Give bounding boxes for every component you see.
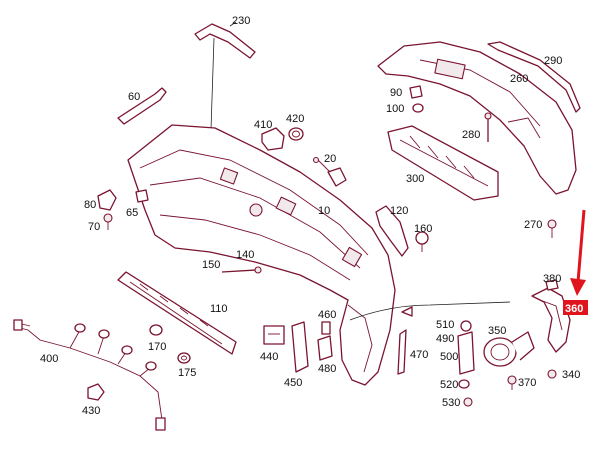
label-175: 175	[178, 367, 196, 379]
label-350: 350	[488, 325, 506, 337]
part-460-clip	[321, 321, 331, 335]
part-20-sensor-clip	[312, 156, 347, 187]
highlight-arrow	[570, 209, 586, 296]
part-500-bracket	[457, 331, 475, 375]
label-100: 100	[386, 103, 404, 115]
part-170-bushing	[149, 324, 163, 336]
part-175-nut	[177, 352, 191, 364]
part-100-nut	[412, 103, 424, 113]
label-260: 260	[510, 73, 528, 85]
part-110-impact-strip	[117, 271, 237, 355]
label-140: 140	[236, 249, 254, 261]
label-20: 20	[324, 153, 336, 165]
label-270: 270	[524, 219, 542, 231]
label-80: 80	[84, 199, 96, 211]
part-470-trim	[397, 329, 407, 375]
label-510: 510	[436, 319, 454, 331]
part-360-wheel-arch-liner	[531, 287, 571, 353]
label-480: 480	[318, 363, 336, 375]
part-230-trim	[194, 21, 256, 59]
label-380: 380	[543, 273, 561, 285]
part-150-bolt	[221, 266, 262, 274]
part-160-clip	[415, 231, 429, 252]
part-65-clip	[135, 189, 149, 203]
label-410: 410	[254, 119, 272, 131]
label-10: 10	[318, 205, 330, 217]
label-470: 470	[410, 349, 428, 361]
part-440-module	[263, 325, 285, 345]
part-300-grille	[387, 125, 499, 201]
part-340-screw	[547, 369, 557, 379]
part-290-trim-strip	[487, 41, 581, 113]
pointer-head	[401, 306, 413, 317]
part-80-bracket	[97, 189, 117, 211]
label-65: 65	[126, 207, 138, 219]
part-280-bolt	[484, 112, 492, 142]
part-350-fitting	[483, 331, 535, 367]
label-460: 460	[318, 309, 336, 321]
label-60: 60	[128, 91, 140, 103]
label-170: 170	[148, 341, 166, 353]
part-380-clip	[545, 279, 559, 291]
part-90-clip	[409, 85, 423, 99]
label-90: 90	[390, 87, 402, 99]
label-430: 430	[82, 405, 100, 417]
label-370: 370	[518, 377, 536, 389]
part-400-wiring-harness	[13, 319, 166, 431]
label-160: 160	[414, 223, 432, 235]
part-70-screw	[103, 213, 113, 230]
part-370-screw	[507, 375, 517, 390]
label-500: 500	[440, 351, 458, 363]
label-420: 420	[286, 113, 304, 125]
part-450-bracket	[291, 321, 309, 373]
part-510-clip	[460, 320, 472, 332]
label-290: 290	[544, 55, 562, 67]
label-490: 490	[436, 333, 454, 345]
part-120-bracket	[375, 205, 409, 257]
label-280: 280	[462, 129, 480, 141]
part-410-housing	[261, 127, 285, 151]
part-420-grommet	[288, 127, 304, 141]
label-150: 150	[202, 259, 220, 271]
label-450: 450	[284, 377, 302, 389]
part-430-connector	[87, 383, 105, 401]
part-60-trim	[117, 87, 167, 125]
label-70: 70	[88, 221, 100, 233]
part-260-diffuser	[377, 41, 577, 195]
leader-arrow-360-area	[349, 301, 511, 321]
label-230: 230	[232, 15, 250, 27]
part-10-bumper-cover	[127, 124, 396, 386]
part-270-bolt	[547, 219, 557, 238]
highlight-box-360	[563, 300, 588, 315]
label-300: 300	[406, 173, 424, 185]
part-520-clip	[458, 379, 470, 389]
label-120: 120	[390, 205, 408, 217]
label-520: 520	[440, 379, 458, 391]
label-400: 400	[40, 353, 58, 365]
label-110: 110	[210, 303, 228, 315]
part-530-screw	[463, 397, 473, 407]
part-480-bracket	[317, 335, 333, 361]
label-340: 340	[562, 369, 580, 381]
label-440: 440	[260, 351, 278, 363]
label-360: 360	[565, 303, 583, 315]
label-530: 530	[442, 397, 460, 409]
